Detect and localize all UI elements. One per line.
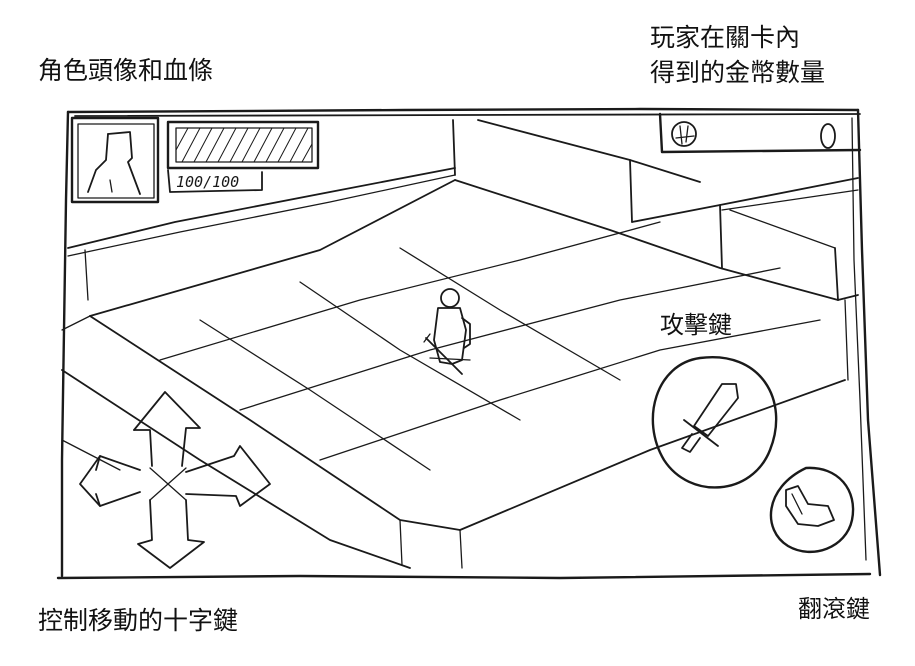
attack-button[interactable]	[653, 357, 776, 487]
boot-icon[interactable]	[786, 486, 834, 526]
dpad-right-arrow-icon[interactable]	[186, 446, 270, 506]
health-bar-fill	[176, 128, 312, 162]
character-portrait-icon	[88, 132, 140, 194]
coin-counter	[660, 114, 860, 152]
health-text: 100/100	[176, 173, 239, 191]
character-portrait	[72, 118, 158, 202]
sword-icon[interactable]	[682, 384, 738, 452]
dpad-up-arrow-icon[interactable]	[134, 392, 200, 466]
coin-icon	[672, 122, 696, 146]
dpad-left-arrow-icon[interactable]	[80, 456, 140, 506]
dpad[interactable]	[80, 392, 270, 568]
roll-button[interactable]	[771, 468, 853, 552]
player-character	[424, 289, 470, 374]
coin-count-digit	[821, 124, 835, 148]
dpad-down-arrow-icon[interactable]	[138, 500, 204, 568]
health-bar: 100/100	[168, 122, 318, 192]
